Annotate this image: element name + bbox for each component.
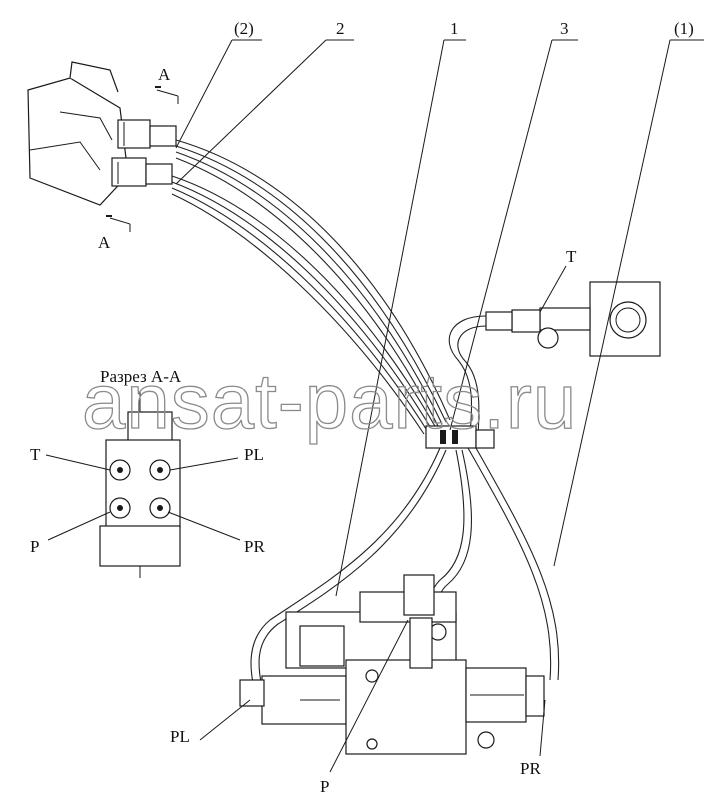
section-port-T: T [30, 445, 41, 464]
watermark: ansat-parts.ru [82, 357, 577, 445]
section-mark-top: A [158, 65, 171, 84]
label-PL: PL [170, 727, 190, 746]
section-port-PR: PR [244, 537, 265, 556]
callout-2-paren: (2) [234, 19, 254, 38]
label-T: T [566, 247, 577, 266]
section-title: Разрез А-А [100, 367, 182, 386]
callout-1-paren: (1) [674, 19, 694, 38]
hose-bundle [171, 139, 451, 435]
tank-hose [448, 315, 487, 439]
tank-port [485, 281, 661, 357]
manifold-tee [425, 425, 495, 449]
section-port-P: P [30, 537, 39, 556]
section-port-PL: PL [244, 445, 264, 464]
section-mark-bottom: A [98, 233, 111, 252]
lower-hoses [250, 447, 560, 689]
label-P: P [320, 777, 329, 796]
callout-2: 2 [336, 19, 345, 38]
section-cut-marks [106, 86, 179, 232]
label-PR: PR [520, 759, 541, 778]
callout-1: 1 [450, 19, 459, 38]
main-valve-assembly [239, 574, 545, 755]
joystick-control-block [27, 61, 177, 206]
section-detail [99, 392, 181, 578]
callout-3: 3 [560, 19, 569, 38]
